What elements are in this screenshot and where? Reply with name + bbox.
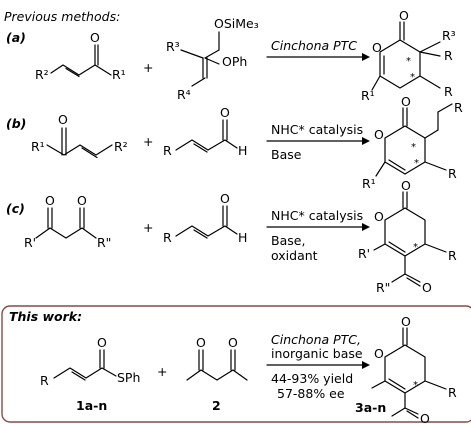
row-c-product-r: R (448, 248, 457, 263)
row-b-enone-r2: R² (114, 139, 128, 154)
row-a-product: O O R¹ R³ R R * * (361, 8, 456, 103)
row-c-product: O O R' R" O R * (358, 178, 457, 295)
row-a: (a) R² R¹ O + OSiMe₃ OPh R³ R⁴ Cinchona … (6, 8, 456, 103)
row-a-plus: + (143, 60, 153, 75)
row-c-diketone: O O R' R" (24, 193, 111, 250)
this-work-product-o-exo: O (401, 314, 411, 329)
row-b-product-r-bottom: R (448, 166, 457, 181)
row-c-product-r-prime: R' (358, 246, 370, 261)
this-work-star: * (413, 380, 418, 391)
this-work-title: This work: (9, 309, 82, 324)
row-b-letter: (b) (6, 116, 26, 131)
row-b-star-2: * (414, 158, 419, 169)
row-c-conditions-bottom-1: Base, (271, 233, 305, 248)
row-c-star-1: * (413, 242, 418, 253)
this-work-thioester: R O SPh 1a-n (40, 335, 140, 413)
row-b-enone: R¹ R² O (31, 112, 128, 159)
this-work-diketone-o2: O (228, 335, 238, 350)
row-b-plus: + (143, 134, 153, 149)
row-c-conditions-top: NHC* catalysis (271, 208, 363, 223)
row-b-product-r-top: R (454, 100, 463, 115)
this-work-plus: + (157, 364, 167, 379)
this-work-product: O O O R * 3a-n (355, 314, 457, 424)
this-work-product-r: R (448, 385, 457, 400)
this-work: This work: R O SPh 1a-n + O O 2 Cinchona… (9, 309, 457, 424)
row-c-enal: R O H (163, 191, 247, 245)
row-a-product-r: R (444, 48, 453, 63)
this-work-label-1: 1a-n (76, 398, 107, 413)
this-work-yield: 44-93% yield (271, 371, 353, 386)
row-c-enal-r: R (163, 230, 172, 245)
row-b-enal: R O H (163, 105, 247, 158)
row-c-conditions-bottom-2: oxidant (271, 248, 318, 263)
row-a-product-o-ring: O (372, 40, 382, 55)
row-a-oph: OPh (222, 54, 247, 69)
row-b-arrowhead (362, 137, 370, 145)
row-a-enone-o: O (90, 30, 100, 45)
row-a-enone: R² R¹ O (35, 30, 126, 82)
row-c-product-o-acyl: O (422, 280, 432, 295)
this-work-diketone: O O 2 (186, 335, 248, 413)
previous-methods-heading: Previous methods: (4, 9, 120, 24)
row-a-conditions: Cinchona PTC (271, 38, 357, 53)
row-a-product-r-bottom: R (444, 84, 453, 99)
row-b-product: O O R¹ R R * * (362, 94, 463, 191)
row-b-conditions-bottom: Base (271, 147, 302, 162)
row-a-r3: R³ (166, 39, 180, 54)
this-work-ee: 57-88% ee (277, 386, 345, 401)
row-a-osime3: OSiMe₃ (214, 16, 259, 31)
row-a-star-1: * (406, 56, 411, 67)
row-c-enal-h: H (238, 230, 247, 245)
this-work-diketone-o1: O (196, 335, 206, 350)
row-c: (c) O O R' R" + R O H NHC* catalysis Bas… (6, 178, 457, 295)
row-a-product-o-exo: O (399, 8, 409, 23)
row-c-diketone-r-left: R' (24, 235, 36, 250)
this-work-r: R (40, 373, 49, 388)
row-c-plus: + (143, 220, 153, 235)
row-b-product-o-ring: O (374, 127, 384, 142)
this-work-thioester-o: O (97, 335, 107, 350)
this-work-frame (1, 305, 471, 423)
row-a-enone-r-left: R² (35, 67, 49, 82)
this-work-conditions-top-1: Cinchona PTC, (271, 332, 361, 347)
this-work-product-o-ring: O (374, 346, 384, 361)
this-work-conditions-top-2: inorganic base (271, 346, 363, 361)
row-b-enal-r: R (163, 143, 172, 158)
this-work-arrowhead (362, 361, 370, 369)
row-c-enal-o: O (220, 191, 230, 206)
row-a-product-r1: R¹ (361, 88, 375, 103)
row-c-diketone-r-right: R" (97, 235, 111, 250)
row-a-arrowhead (362, 53, 370, 61)
row-c-letter: (c) (6, 201, 25, 216)
row-c-product-r-dprime: R" (376, 280, 390, 295)
row-b-enone-o: O (58, 112, 68, 127)
this-work-product-o-acyl: O (420, 411, 430, 424)
row-c-diketone-o2: O (77, 193, 87, 208)
row-b-enal-o: O (220, 105, 230, 120)
row-b-product-o-exo: O (401, 94, 411, 109)
row-a-product-r3: R³ (442, 28, 456, 43)
row-a-enone-r-right: R¹ (112, 67, 126, 82)
row-c-arrowhead (362, 223, 370, 231)
row-b-enal-h: H (238, 143, 247, 158)
row-a-r4: R⁴ (177, 87, 191, 102)
row-a-star-2: * (410, 72, 415, 83)
row-b-star-1: * (411, 142, 416, 153)
row-c-product-o-exo: O (401, 178, 411, 193)
row-b: (b) R¹ R² O + R O H NHC* catalysis Base (6, 94, 463, 191)
this-work-label-3: 3a-n (355, 400, 386, 415)
row-a-ketene-acetal: OSiMe₃ OPh R³ R⁴ (166, 16, 259, 102)
row-b-product-r1: R¹ (362, 176, 376, 191)
this-work-label-2: 2 (212, 398, 221, 413)
this-work-sph: SPh (117, 370, 140, 385)
row-b-conditions-top: NHC* catalysis (271, 122, 363, 137)
row-c-diketone-o1: O (45, 193, 55, 208)
row-b-enone-r1: R¹ (31, 139, 45, 154)
row-c-product-o-ring: O (374, 209, 384, 224)
row-a-letter: (a) (6, 30, 26, 45)
